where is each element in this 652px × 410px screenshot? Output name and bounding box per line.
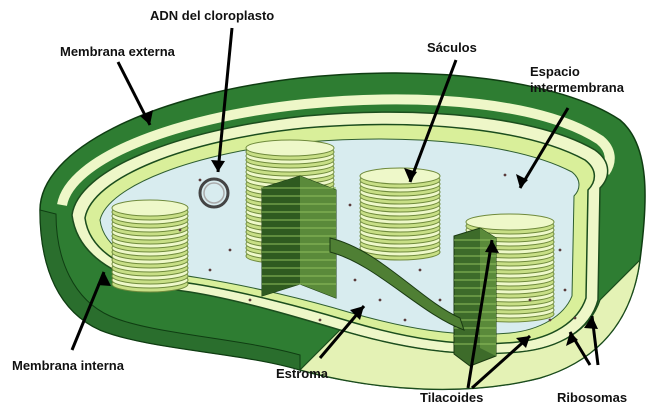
ribosome-dot — [319, 319, 322, 322]
label-membrana-interna: Membrana interna — [12, 358, 124, 373]
ribosome-dot — [439, 299, 442, 302]
label-tilacoides: Tilacoides — [420, 390, 483, 405]
ribosome-dot — [419, 269, 422, 272]
label-adn-del-cloroplasto: ADN del cloroplasto — [150, 8, 274, 23]
label-intermembrana: intermembrana — [530, 80, 624, 95]
label-espacio: Espacio — [530, 64, 580, 79]
ribosome-dot — [404, 319, 407, 322]
ribosome-dot — [354, 279, 357, 282]
ribosome-dot — [179, 229, 182, 232]
ribosome-dot — [249, 299, 252, 302]
ribosome-dot — [549, 319, 552, 322]
label-estroma: Estroma — [276, 366, 328, 381]
ribosome-dot — [199, 179, 202, 182]
ribosome-dot — [574, 317, 577, 320]
label-membrana-externa: Membrana externa — [60, 44, 175, 59]
ribosome-dot — [379, 299, 382, 302]
ribosome-dot — [559, 249, 562, 252]
ribosome-dot — [504, 174, 507, 177]
granum-upper-right — [360, 168, 440, 260]
ribosome-dot — [229, 249, 232, 252]
cut-granum-left — [262, 176, 336, 298]
granum-left — [112, 200, 188, 292]
ribosome-dot — [349, 204, 352, 207]
label-saculos: Sáculos — [427, 40, 477, 55]
ribosome-dot — [529, 299, 532, 302]
ribosome-dot — [209, 269, 212, 272]
label-ribosomas: Ribosomas — [557, 390, 627, 405]
ribosome-dot — [564, 289, 567, 292]
